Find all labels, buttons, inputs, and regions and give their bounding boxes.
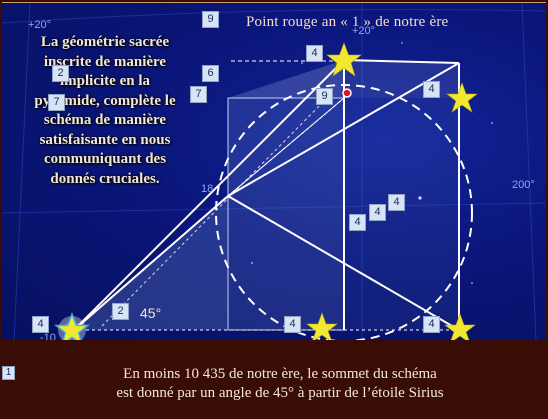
star-apex bbox=[326, 42, 362, 77]
red-point bbox=[342, 88, 352, 98]
star-base-right bbox=[444, 313, 476, 340]
inner-dashed-line bbox=[227, 97, 345, 197]
left-text-line: communiquant des bbox=[43, 151, 167, 167]
left-text-line: inscrite de manière bbox=[43, 53, 167, 70]
pyramid-top-right bbox=[344, 60, 459, 98]
line-sirius-to-apex bbox=[73, 59, 345, 331]
diagram-lines bbox=[73, 59, 460, 331]
bottom-text-line: En moins 10 435 de notre ère, le sommet … bbox=[123, 366, 437, 382]
bottom-text-line: est donné par un angle de 45° à partir d… bbox=[116, 385, 444, 401]
bottom-caption: En moins 10 435 de notre ère, le sommet … bbox=[20, 365, 540, 403]
star-sirius bbox=[53, 311, 91, 340]
grid-label-ra18: 18 bbox=[201, 183, 214, 195]
left-text-line: La géométrie sacrée bbox=[40, 34, 170, 50]
line-mid-to-right-bottom bbox=[227, 195, 460, 331]
slide-title: Point rouge an « 1 » de notre ère bbox=[246, 14, 449, 30]
diagram-canvas bbox=[2, 3, 546, 340]
badge-7-left[interactable]: 7 bbox=[48, 94, 65, 111]
left-description: La géométrie sacrée inscrite de manière … bbox=[8, 33, 202, 189]
badge-4-apex[interactable]: 4 bbox=[306, 45, 323, 62]
grid-label-ra200: 200° bbox=[512, 179, 535, 191]
badge-4-sirius[interactable]: 4 bbox=[32, 316, 49, 333]
badge-9-top[interactable]: 9 bbox=[202, 11, 219, 28]
badge-9-apex[interactable]: 9 bbox=[316, 88, 333, 105]
stars bbox=[53, 42, 478, 340]
badge-4-base-right[interactable]: 4 bbox=[423, 316, 440, 333]
square-left-block bbox=[227, 97, 345, 331]
grid-label-plus20-right: +20° bbox=[352, 25, 376, 37]
badge-4-mid-1[interactable]: 4 bbox=[349, 214, 366, 231]
line-sirius-to-mid bbox=[73, 195, 229, 331]
left-text-line: schéma de manière bbox=[43, 112, 167, 128]
badge-7-right[interactable]: 7 bbox=[190, 86, 207, 103]
badge-2-angle[interactable]: 2 bbox=[112, 303, 129, 320]
star-right-upper bbox=[446, 82, 478, 113]
left-text-line: donnés cruciales. bbox=[50, 170, 160, 187]
badge-4-base-middle[interactable]: 4 bbox=[284, 316, 301, 333]
badge-2-text[interactable]: 2 bbox=[52, 65, 69, 82]
badge-4-mid-2[interactable]: 4 bbox=[369, 204, 386, 221]
left-text-line: pyramide, complète le bbox=[34, 92, 176, 109]
badge-4-right[interactable]: 4 bbox=[423, 81, 440, 98]
sky-grid bbox=[2, 3, 546, 340]
left-text-line: satisfaisante en nous bbox=[39, 131, 171, 148]
star-base-middle bbox=[306, 312, 338, 340]
badge-1[interactable]: 1 bbox=[2, 366, 15, 380]
line-apex-to-right bbox=[343, 59, 460, 64]
grid-label-plus20-left: +20° bbox=[28, 19, 52, 31]
badge-4-mid-3[interactable]: 4 bbox=[388, 194, 405, 211]
grid-label-minus: -10 bbox=[40, 332, 56, 340]
angle-label: 45° bbox=[140, 305, 162, 321]
parallel-dashed-line bbox=[101, 92, 333, 327]
sky-background: Point rouge an « 1 » de notre ère La géo… bbox=[2, 2, 546, 340]
badge-6[interactable]: 6 bbox=[202, 65, 219, 82]
left-text-line: implicite en la bbox=[60, 73, 150, 89]
background-stars bbox=[251, 42, 493, 284]
line-mid-to-right-top bbox=[227, 62, 460, 197]
